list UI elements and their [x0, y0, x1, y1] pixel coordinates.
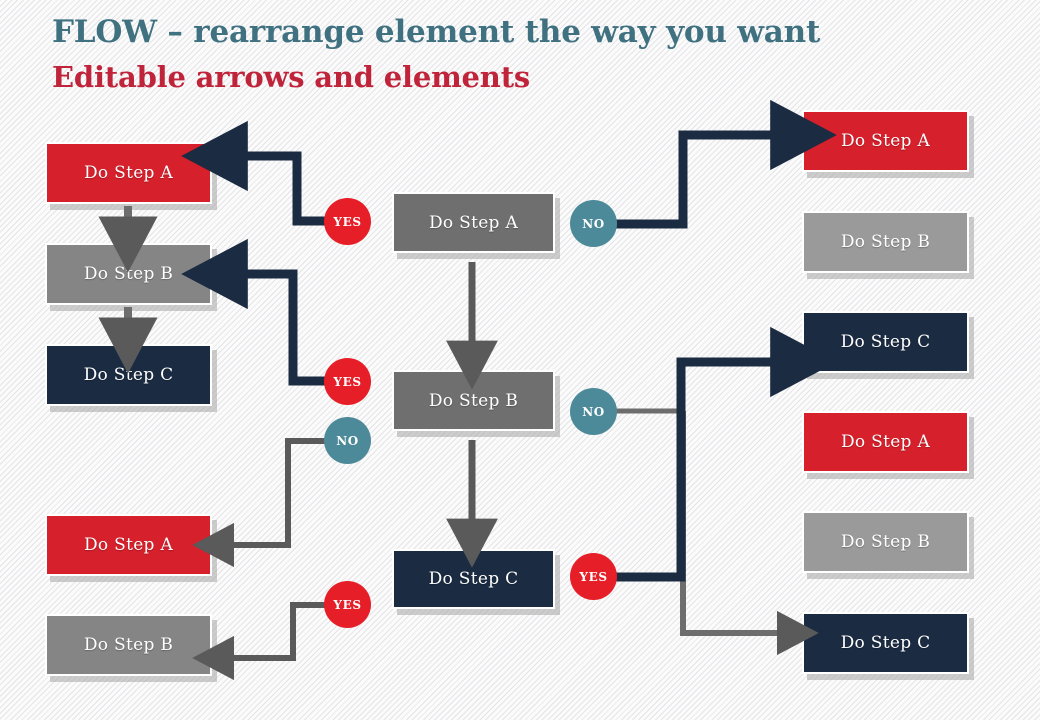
box-label: Do Step B [83, 264, 174, 284]
decision-yes-2[interactable]: YES [324, 358, 371, 405]
decision-label: YES [579, 569, 608, 584]
box-label: Do Step A [840, 432, 931, 452]
right-process-box-2[interactable]: Do Step B [802, 211, 969, 273]
decision-label: YES [333, 597, 362, 612]
center-process-box-2[interactable]: Do Step B [392, 370, 555, 431]
decision-label: NO [582, 404, 605, 419]
left-process-box-1[interactable]: Do Step A [45, 142, 212, 204]
box-label: Do Step B [840, 532, 931, 552]
connector-no3-to-left-step-a2 [192, 438, 336, 568]
page-title: FLOW – rearrange element the way you wan… [52, 14, 821, 50]
decision-yes-3[interactable]: YES [570, 553, 617, 600]
box-label: Do Step A [840, 131, 931, 151]
connector-no2-to-right-step-c-bottom [680, 411, 819, 656]
box-label: Do Step C [83, 365, 174, 385]
right-process-box-5[interactable]: Do Step B [802, 511, 969, 573]
right-process-box-6[interactable]: Do Step C [802, 612, 969, 674]
decision-yes-1[interactable]: YES [324, 198, 371, 245]
box-label: Do Step B [428, 390, 519, 411]
box-label: Do Step C [840, 332, 931, 352]
decision-label: NO [582, 216, 605, 231]
center-process-box-1[interactable]: Do Step A [392, 192, 555, 253]
box-label: Do Step C [840, 633, 931, 653]
decision-no-2[interactable]: NO [570, 388, 617, 435]
right-process-box-4[interactable]: Do Step A [802, 411, 969, 473]
connector-yes2-to-left-step-b [181, 238, 330, 386]
left-process-box-4[interactable]: Do Step A [45, 514, 212, 576]
right-process-box-3[interactable]: Do Step C [802, 311, 969, 373]
connector-no1-to-right-step-a [610, 99, 837, 229]
decision-label: YES [333, 374, 362, 389]
box-label: Do Step C [428, 569, 519, 589]
box-label: Do Step B [83, 635, 174, 655]
center-process-box-3[interactable]: Do Step C [392, 549, 555, 609]
left-process-box-3[interactable]: Do Step C [45, 344, 212, 406]
box-label: Do Step B [840, 232, 931, 252]
decision-no-3[interactable]: NO [324, 417, 371, 464]
box-label: Do Step A [83, 163, 174, 183]
connector-yes4-to-left-step-b2 [192, 602, 336, 681]
right-process-box-1[interactable]: Do Step A [802, 110, 969, 172]
decision-no-1[interactable]: NO [570, 200, 617, 247]
decision-yes-4[interactable]: YES [324, 581, 371, 628]
connector-yes1-to-left-step-a [181, 120, 330, 226]
left-process-box-2[interactable]: Do Step B [45, 243, 212, 305]
left-process-box-5[interactable]: Do Step B [45, 614, 212, 676]
decision-label: NO [336, 433, 359, 448]
connector-yes3-to-right-step-c [612, 326, 837, 582]
box-label: Do Step A [83, 535, 174, 555]
page-subtitle: Editable arrows and elements [52, 60, 531, 94]
decision-label: YES [333, 214, 362, 229]
box-label: Do Step A [428, 212, 519, 233]
